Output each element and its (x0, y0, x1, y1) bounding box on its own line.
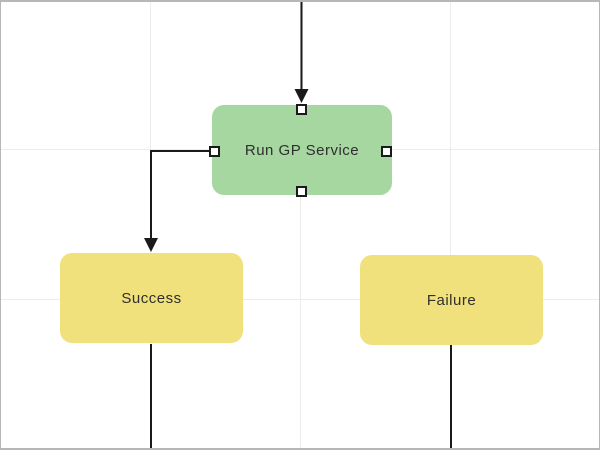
connection-handle-top[interactable] (296, 104, 307, 115)
connection-handle-bottom[interactable] (296, 186, 307, 197)
node-failure[interactable]: Failure (360, 255, 543, 345)
gridline-vertical (450, 0, 451, 450)
arrowhead-down-icon[interactable] (144, 238, 158, 252)
gridline-horizontal (0, 299, 600, 300)
connection-handle-right[interactable] (381, 146, 392, 157)
node-success[interactable]: Success (60, 253, 243, 343)
node-run-gp-service[interactable]: Run GP Service (212, 105, 392, 195)
gridline-vertical (300, 0, 301, 450)
connector-gp-to-success[interactable] (150, 150, 209, 238)
connection-handle-left[interactable] (209, 146, 220, 157)
node-label: Run GP Service (244, 141, 360, 159)
arrowhead-down-icon[interactable] (294, 89, 309, 103)
node-label: Success (121, 289, 182, 307)
node-label: Failure (426, 291, 477, 309)
